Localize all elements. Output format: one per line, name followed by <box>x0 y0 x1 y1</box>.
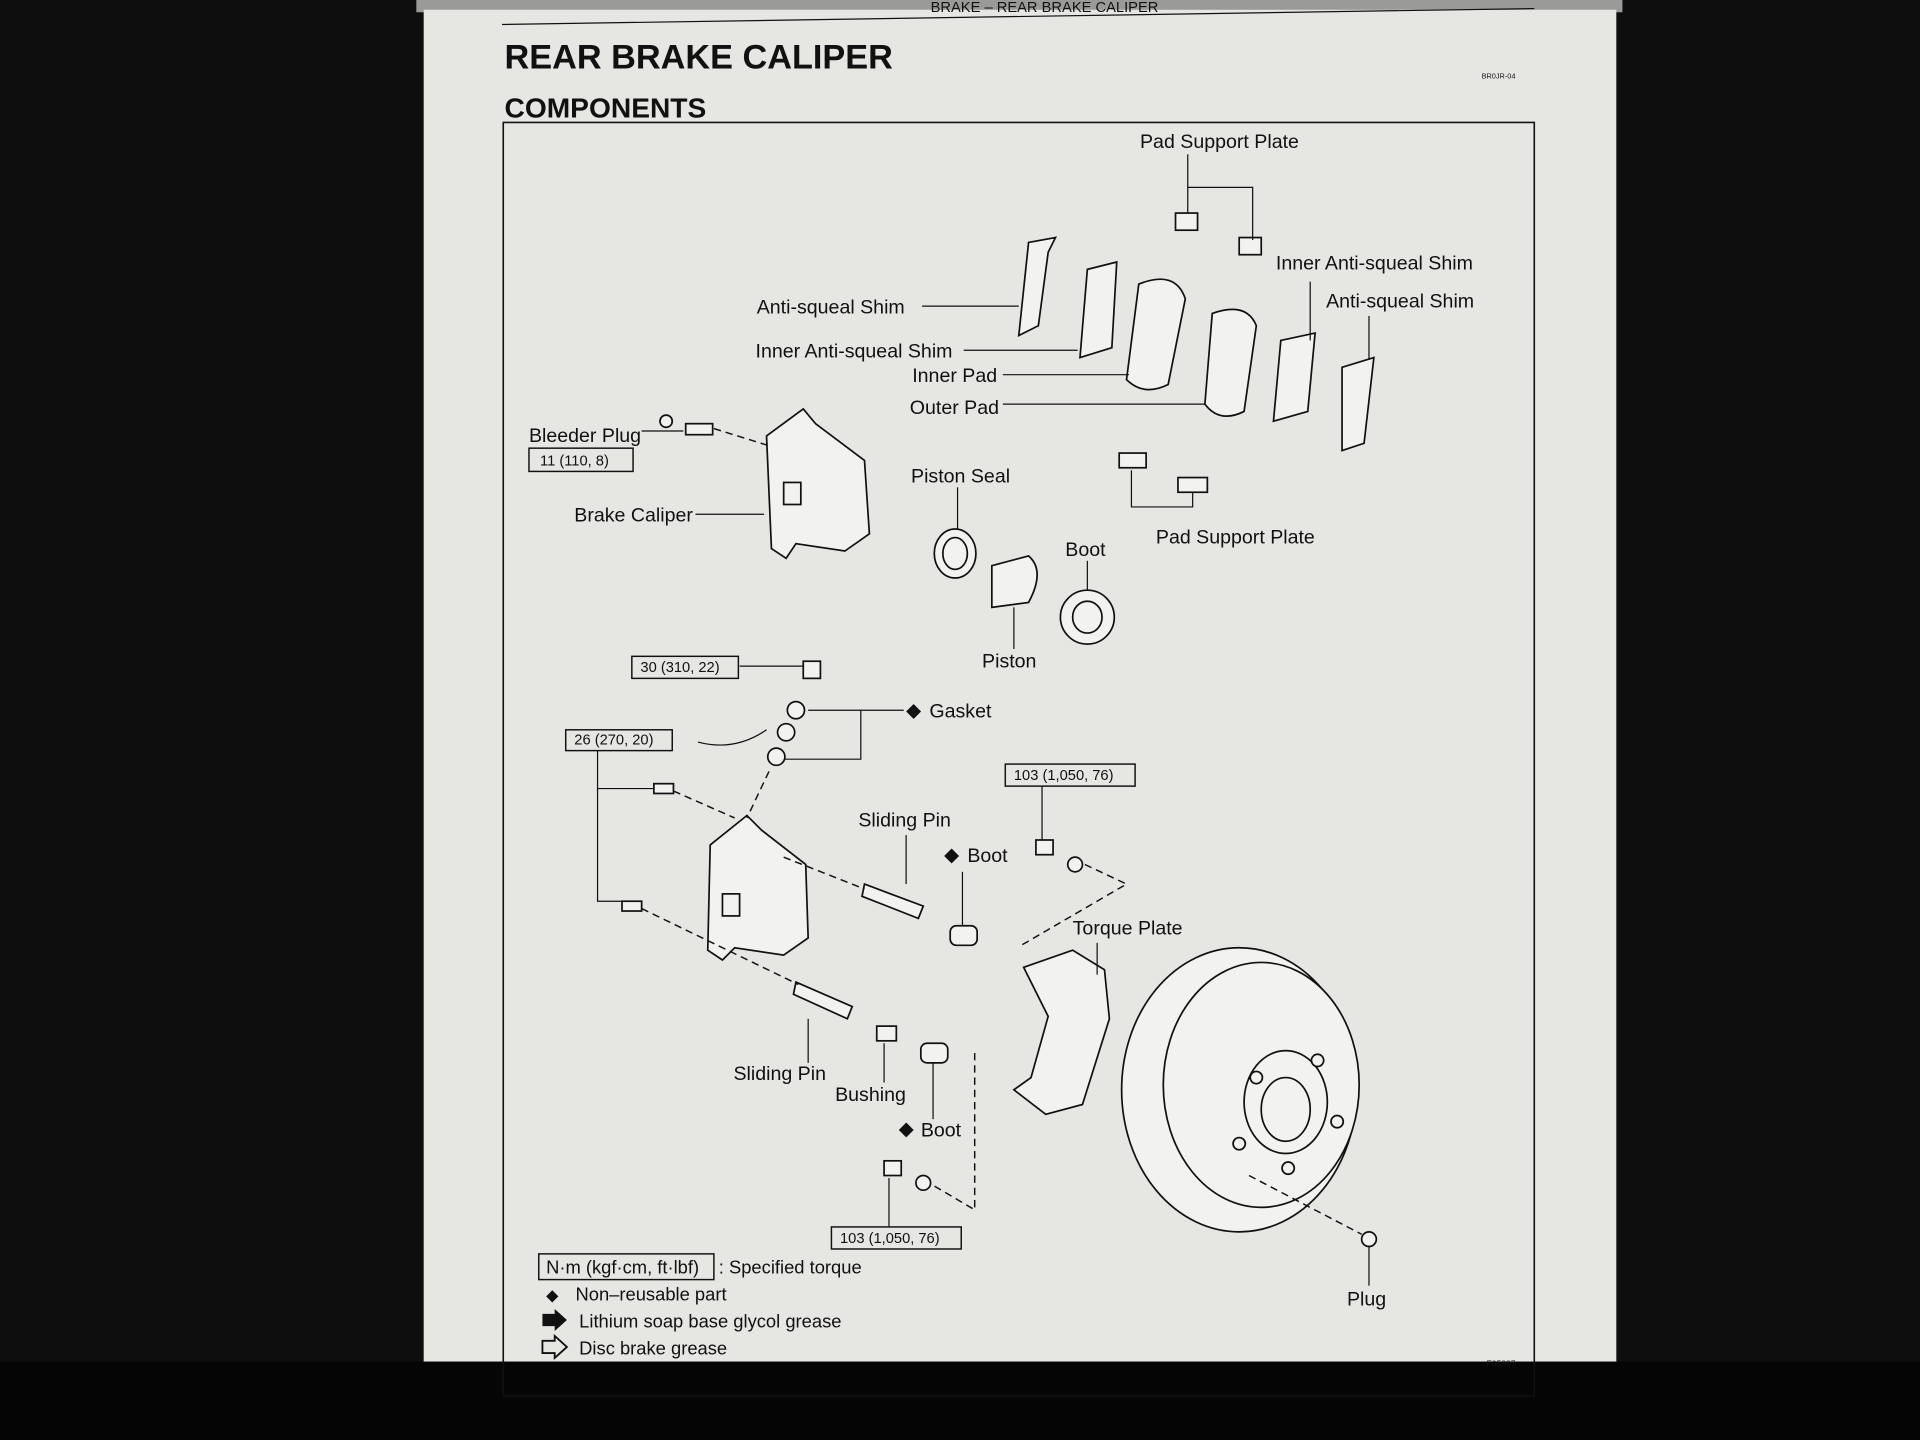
diamond-icon: ◆ <box>546 1287 559 1304</box>
label-torque-plate: Torque Plate <box>1073 917 1183 939</box>
diamond-icon: ◆ <box>944 844 960 866</box>
label-piston: Piston <box>982 650 1036 672</box>
legend-disc-grease: Disc brake grease <box>579 1337 727 1358</box>
label-sliding-pin: Sliding Pin <box>733 1063 826 1085</box>
label-inner-anti-squeal-shim: Inner Anti-squeal Shim <box>1276 252 1473 274</box>
label-plug: Plug <box>1347 1288 1386 1310</box>
top-toolbar-strip <box>416 0 1623 13</box>
label-gasket: Gasket <box>929 701 992 723</box>
torque-plate-upper: 103 (1,050, 76) <box>1014 768 1114 784</box>
label-sliding-pin: Sliding Pin <box>858 810 951 832</box>
diagram-frame <box>502 121 1536 1397</box>
legend-non-reusable: Non–reusable part <box>576 1283 727 1304</box>
diamond-icon: ◆ <box>906 699 922 721</box>
label-pad-support-plate: Pad Support Plate <box>1156 527 1315 549</box>
legend-torque-desc: : Specified torque <box>719 1256 862 1277</box>
brake-disc-drawing <box>1120 946 1378 1248</box>
piston-drawing <box>933 528 1116 645</box>
label-boot: Boot <box>967 845 1008 867</box>
label-bleeder-plug: Bleeder Plug <box>529 425 641 447</box>
label-brake-caliper: Brake Caliper <box>574 505 693 527</box>
torque-caliper-bolt: 26 (270, 20) <box>574 732 653 748</box>
pad-assembly-drawing <box>1017 212 1375 494</box>
legend-lithium-grease: Lithium soap base glycol grease <box>579 1310 841 1331</box>
torque-bleeder: 11 (110, 8) <box>540 453 609 469</box>
diamond-icon: ◆ <box>899 1118 915 1140</box>
bottom-bar <box>0 1361 1920 1440</box>
caliper-mount-drawing <box>621 660 1084 1192</box>
filled-arrow-icon <box>542 1308 567 1332</box>
label-outer-pad: Outer Pad <box>910 397 999 419</box>
label-inner-pad: Inner Pad <box>912 365 997 387</box>
torque-plate-drawing <box>1012 949 1111 1116</box>
label-boot: Boot <box>1065 539 1106 561</box>
label-anti-squeal-shim: Anti-squeal Shim <box>1326 290 1474 312</box>
label-boot: Boot <box>921 1119 962 1141</box>
label-inner-anti-squeal-shim: Inner Anti-squeal Shim <box>756 341 953 363</box>
page-title: REAR BRAKE CALIPER <box>504 39 893 77</box>
doc-code: BR0JR-04 <box>1482 71 1516 80</box>
figure-code: F05887 <box>1487 1359 1516 1369</box>
label-piston-seal: Piston Seal <box>911 465 1010 487</box>
legend: N·m (kgf·cm, ft·lbf) : Specified torque … <box>538 1253 862 1361</box>
page <box>423 9 1617 1362</box>
torque-union-bolt: 30 (310, 22) <box>640 660 719 676</box>
label-anti-squeal-shim: Anti-squeal Shim <box>757 296 905 318</box>
section-title: COMPONENTS <box>504 93 706 124</box>
label-bushing: Bushing <box>835 1084 906 1106</box>
running-head: BRAKE – REAR BRAKE CALIPER <box>931 0 1159 16</box>
brake-caliper-drawing <box>659 407 871 560</box>
torque-plate-lower: 103 (1,050, 76) <box>840 1231 940 1247</box>
label-pad-support-plate: Pad Support Plate <box>1140 131 1299 153</box>
outline-arrow-icon <box>541 1333 569 1361</box>
legend-torque-unit: N·m (kgf·cm, ft·lbf) <box>546 1256 699 1277</box>
